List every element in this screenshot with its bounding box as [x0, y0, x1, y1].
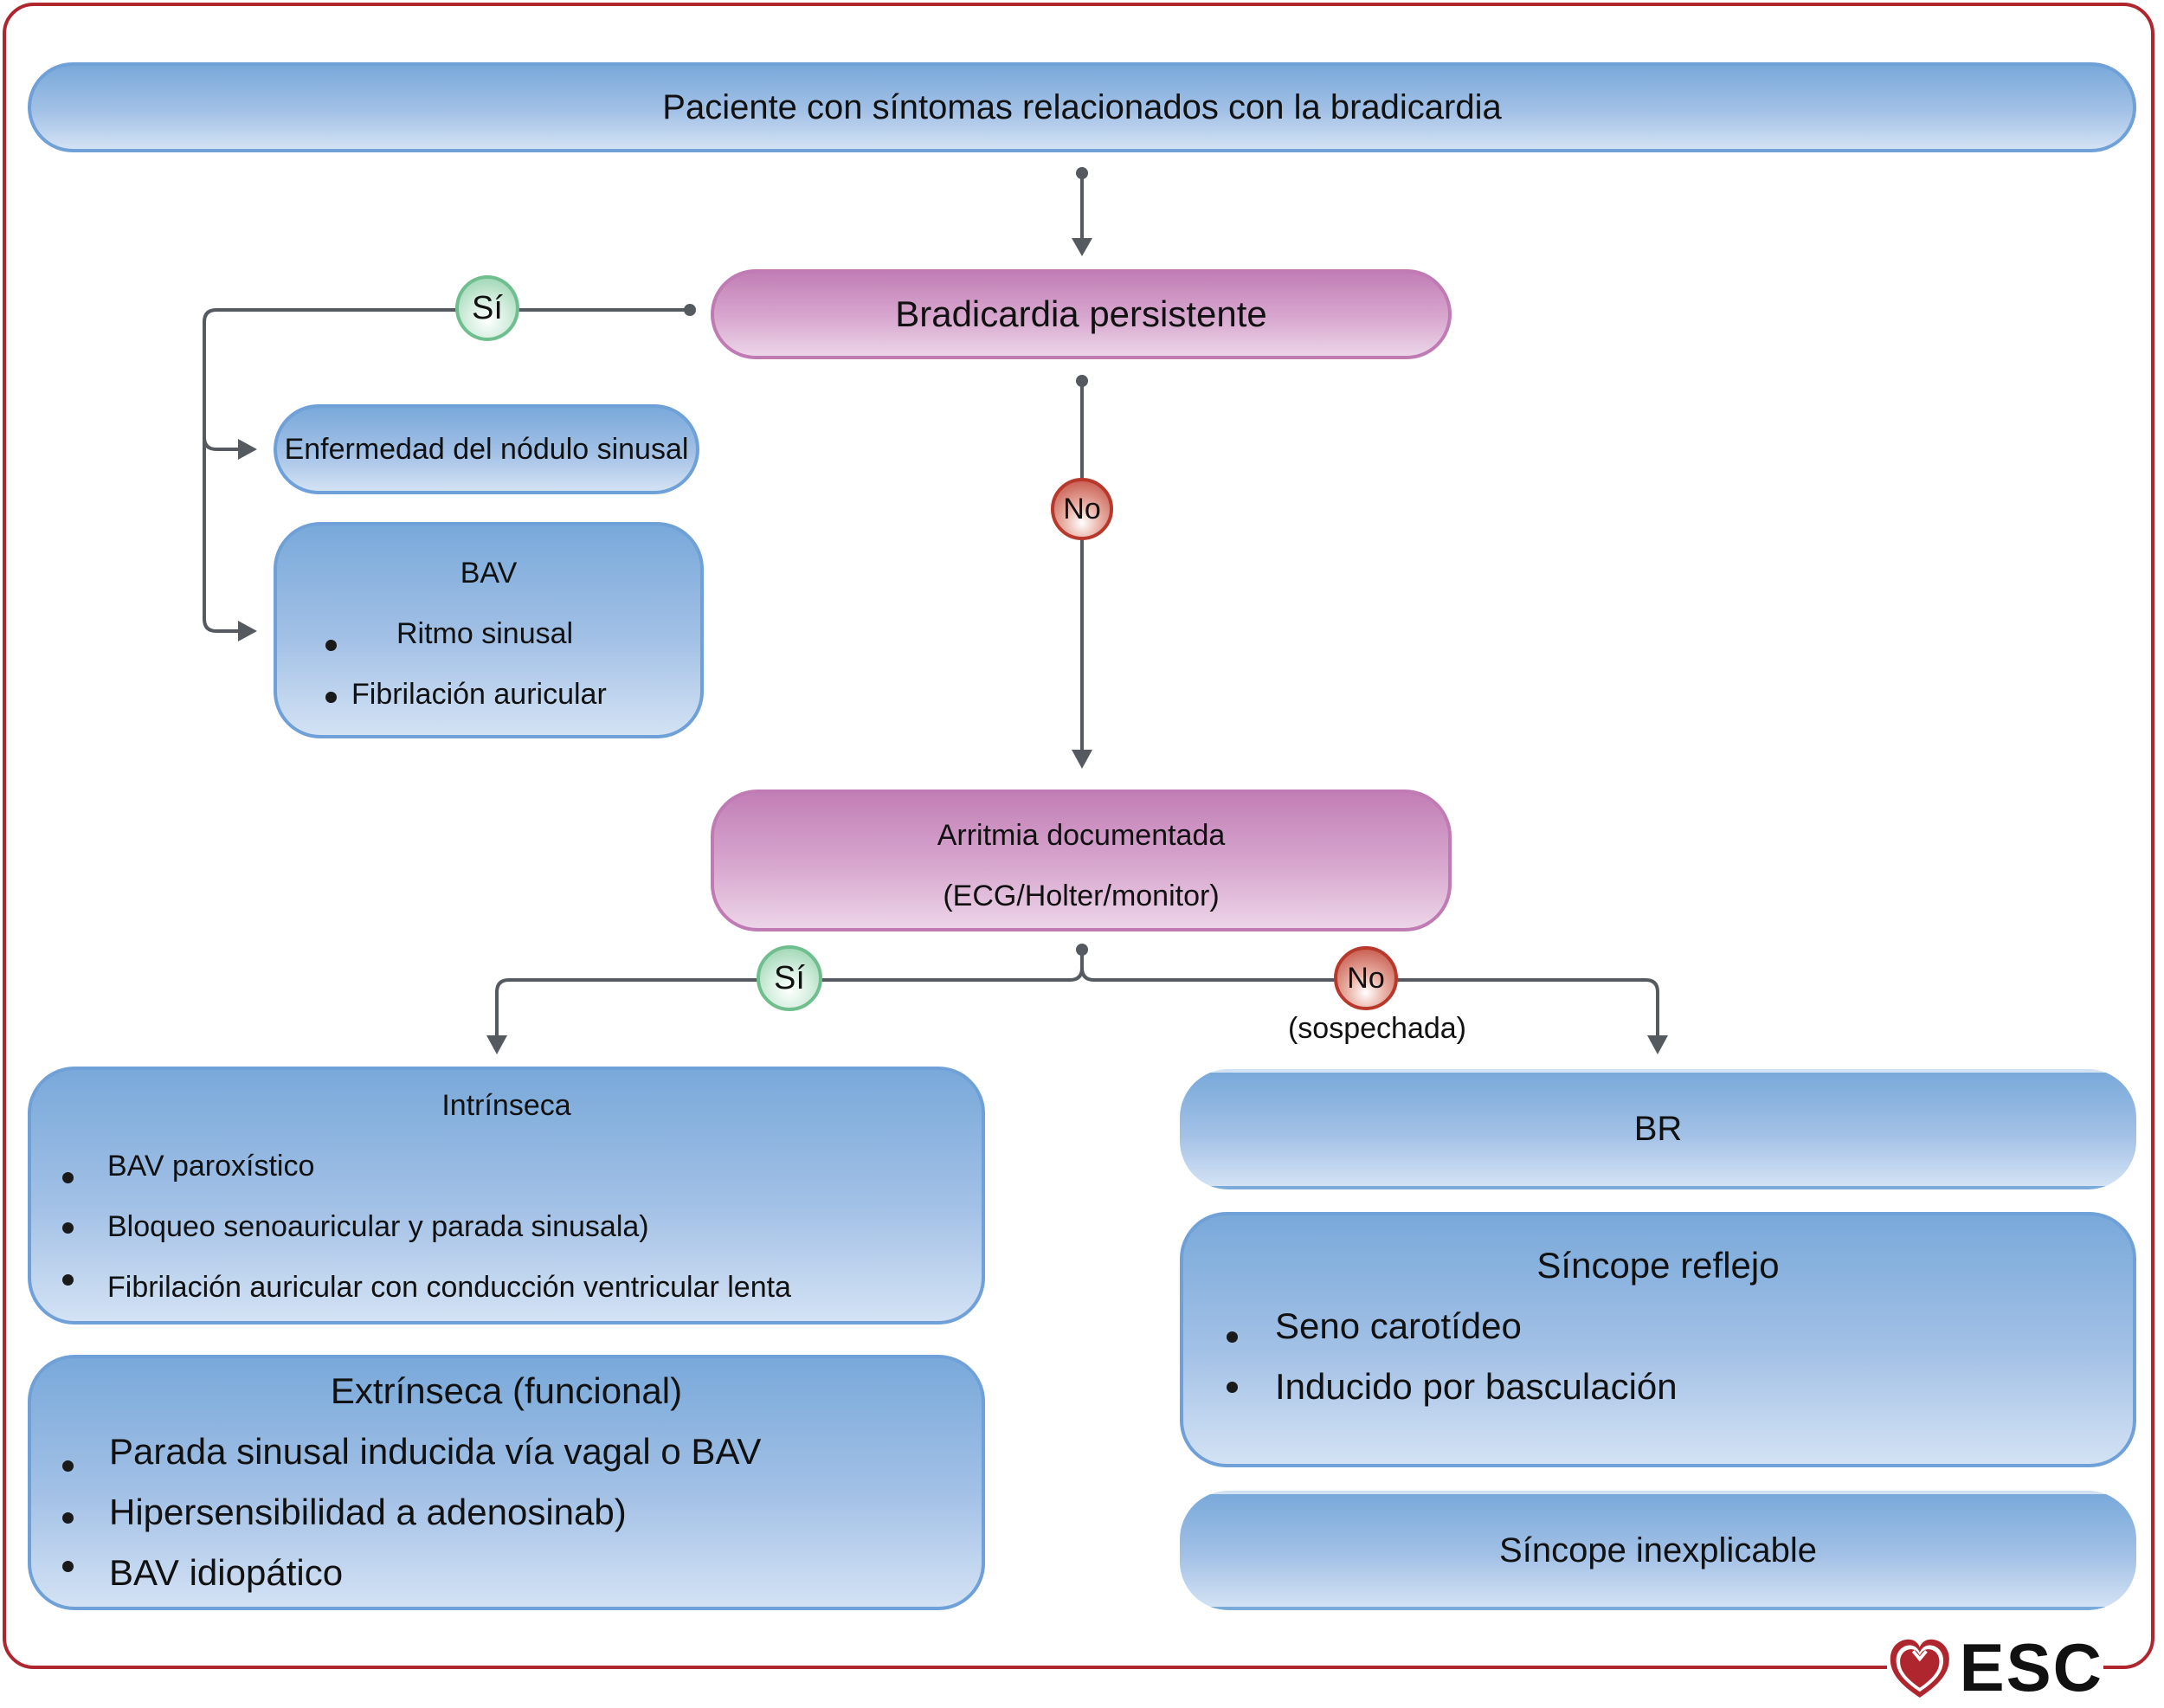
av-block-box: BAV Ritmo sinusal Fibrilación auricular	[274, 522, 704, 738]
reflex-syncope-title: Síncope reflejo	[1536, 1245, 1780, 1286]
av-block-item-text: Ritmo sinusal	[396, 617, 574, 650]
bullet-icon	[325, 692, 337, 703]
persistent-bradycardia-box: Bradicardia persistente	[711, 269, 1452, 359]
br-box: BR	[1180, 1069, 2136, 1189]
no-badge-label: No	[1347, 961, 1385, 995]
extrinsic-title: Extrínseca (funcional)	[330, 1370, 683, 1411]
reflex-syncope-box: Síncope reflejo Seno carotídeo Inducido …	[1180, 1212, 2136, 1467]
outer-frame	[3, 3, 2154, 1669]
connector-decision1-no	[1072, 375, 1092, 769]
yes-badge-decision1: Sí	[455, 275, 519, 341]
av-block-title: BAV	[460, 557, 518, 590]
suspected-label: (sospechada)	[1287, 1012, 1466, 1045]
intrinsic-box: Intrínseca BAV paroxístico Bloqueo senoa…	[28, 1067, 985, 1325]
extrinsic-item: BAV idiopático	[109, 1552, 344, 1593]
yes-badge-label: Sí	[774, 959, 805, 996]
intrinsic-item: BAV paroxístico	[107, 1150, 315, 1183]
patient-symptoms-box: Paciente con síntomas relacionados con l…	[28, 62, 2136, 152]
patient-symptoms-text: Paciente con síntomas relacionados con l…	[662, 87, 1502, 126]
av-block-item: Fibrilación auricular	[351, 678, 607, 712]
bullet-icon	[62, 1512, 74, 1524]
persistent-bradycardia-text: Bradicardia persistente	[895, 293, 1267, 334]
heart-logo-icon	[1890, 1639, 1949, 1698]
yes-badge-label: Sí	[472, 289, 503, 326]
no-badge-decision1: No	[1051, 478, 1113, 540]
bullet-icon	[62, 1172, 74, 1183]
av-block-item: Ritmo sinusal	[396, 617, 573, 651]
esc-logo: ESC	[1887, 1627, 2103, 1708]
extrinsic-box: Extrínseca (funcional) Parada sinusal in…	[28, 1355, 985, 1610]
reflex-syncope-item: Inducido por basculación	[1275, 1366, 1678, 1407]
no-badge-decision2: No	[1334, 946, 1398, 1010]
bullet-icon	[62, 1460, 74, 1472]
yes-badge-decision2: Sí	[757, 945, 822, 1011]
bullet-icon	[325, 640, 337, 651]
sinus-node-disease-text: Enfermedad del nódulo sinusal	[284, 432, 689, 466]
no-badge-label: No	[1063, 492, 1101, 525]
sinus-node-disease-box: Enfermedad del nódulo sinusal	[274, 404, 699, 494]
av-block-item-text: Fibrilación auricular	[351, 678, 607, 711]
br-text: BR	[1633, 1110, 1683, 1148]
bullet-icon	[62, 1222, 74, 1234]
connector-decision2	[486, 944, 1668, 1054]
intrinsic-item: Fibrilación auricular con conducción ven…	[107, 1271, 791, 1304]
esc-logo-text: ESC	[1959, 1629, 2103, 1705]
unexplained-syncope-text: Síncope inexplicable	[1499, 1531, 1817, 1569]
documented-arrhythmia-box: Arritmia documentada (ECG/Holter/monitor…	[711, 790, 1452, 931]
bullet-icon	[1227, 1382, 1238, 1393]
reflex-syncope-item: Seno carotídeo	[1275, 1305, 1522, 1346]
connector-decision1-yes	[203, 304, 696, 641]
connector-top-to-decision1	[1072, 167, 1092, 256]
documented-arrhythmia-title: Arritmia documentada	[937, 819, 1226, 852]
bullet-icon	[1227, 1331, 1238, 1343]
bullet-icon	[62, 1274, 74, 1286]
documented-arrhythmia-subtitle: (ECG/Holter/monitor)	[943, 880, 1220, 912]
bullet-icon	[62, 1561, 74, 1572]
intrinsic-item: Bloqueo senoauricular y parada sinusala)	[107, 1210, 649, 1243]
extrinsic-item: Hipersensibilidad a adenosinab)	[109, 1492, 627, 1532]
unexplained-syncope-box: Síncope inexplicable	[1180, 1491, 2136, 1610]
intrinsic-title: Intrínseca	[441, 1089, 571, 1122]
extrinsic-item: Parada sinusal inducida vía vagal o BAV	[109, 1431, 762, 1472]
